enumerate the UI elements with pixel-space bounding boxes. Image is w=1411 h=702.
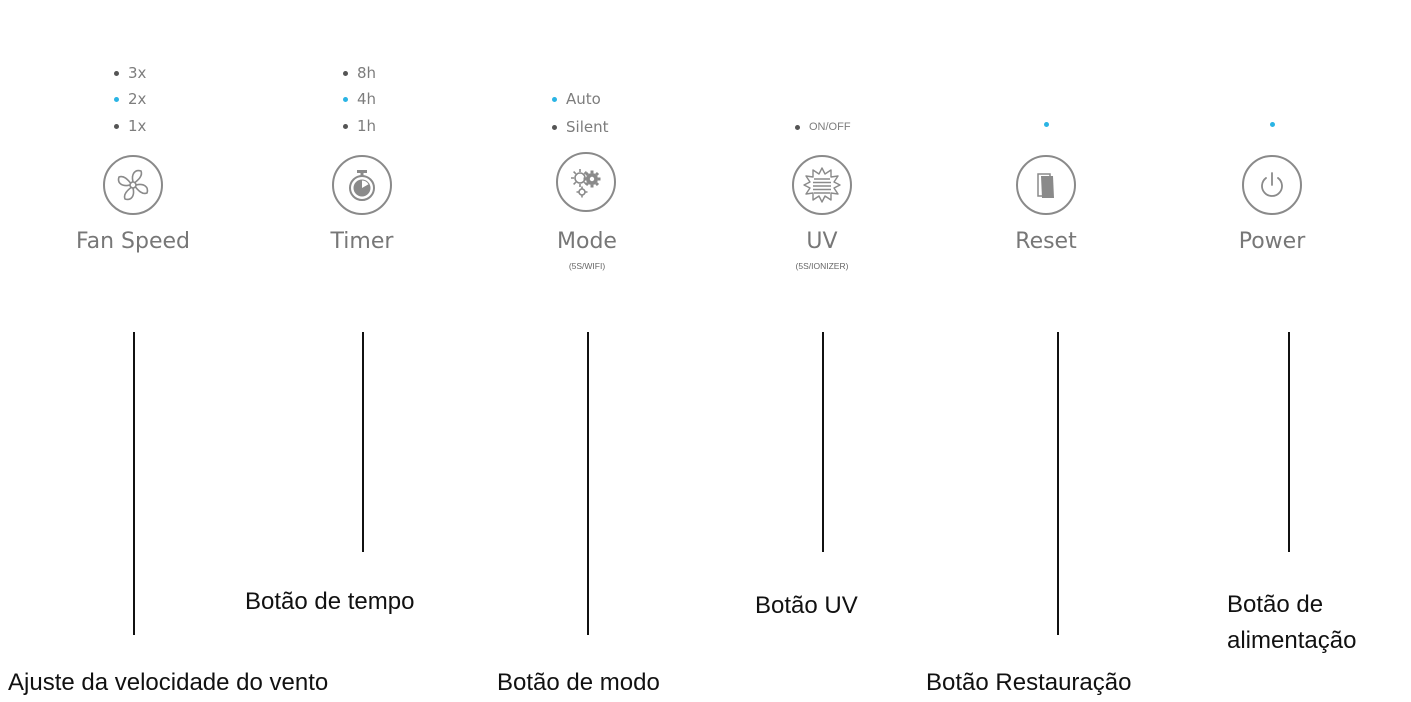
power-label: Power [1238, 229, 1306, 254]
timer-indicator-8h: 8h [343, 66, 376, 81]
indicator-dot [114, 124, 119, 129]
callout-reset: Botão Restauração [926, 669, 1132, 696]
indicator-dot-active [343, 97, 348, 102]
leader-line-power [1288, 332, 1290, 552]
indicator-dot [343, 71, 348, 76]
indicator-dot [114, 71, 119, 76]
leader-line-reset [1057, 332, 1059, 635]
callout-fan-speed: Ajuste da velocidade do vento [8, 669, 329, 696]
timer-indicator-1h: 1h [343, 119, 376, 134]
mode-sublabel: (5S/WIFI) [568, 261, 606, 271]
power-indicator [1270, 122, 1275, 127]
reset-indicator [1044, 122, 1049, 127]
control-panel: 3x 2x 1x Fan Speed 8h 4h 1h [0, 0, 1411, 300]
timer-indicator-4h: 4h [343, 92, 376, 107]
indicator-dot [343, 124, 348, 129]
uv-indicator-onoff: ON/OFF [795, 122, 851, 133]
callout-mode: Botão de modo [497, 669, 660, 696]
callout-power-line1: Botão de [1227, 591, 1324, 618]
uv-lamp-icon [803, 167, 841, 203]
power-button[interactable] [1242, 155, 1302, 215]
fan-speed-indicator-3x: 3x [114, 66, 146, 81]
timer-button[interactable] [332, 155, 392, 215]
indicator-dot [795, 125, 800, 130]
reset-button[interactable] [1016, 155, 1076, 215]
leader-line-uv [822, 332, 824, 552]
callout-uv: Botão UV [755, 592, 858, 619]
leader-line-fan-speed [133, 332, 135, 635]
fan-speed-button[interactable] [103, 155, 163, 215]
indicator-dot-active [1044, 122, 1049, 127]
fan-speed-label: Fan Speed [75, 229, 191, 254]
filter-icon [1037, 173, 1054, 198]
indicator-dot-active [1270, 122, 1275, 127]
power-icon [1261, 172, 1283, 197]
indicator-dot-active [114, 97, 119, 102]
leader-line-mode [587, 332, 589, 635]
mode-indicator-silent: Silent [552, 120, 608, 135]
fan-speed-indicator-2x: 2x [114, 92, 146, 107]
mode-button[interactable] [556, 152, 616, 212]
callout-power-line2: alimentação [1227, 627, 1357, 654]
leader-line-timer [362, 332, 364, 552]
mode-indicator-auto: Auto [552, 92, 601, 107]
stopwatch-icon [349, 170, 375, 201]
fan-speed-indicator-1x: 1x [114, 119, 146, 134]
indicator-dot [552, 125, 557, 130]
callout-timer: Botão de tempo [245, 588, 415, 615]
uv-button[interactable] [792, 155, 852, 215]
indicator-dot-active [552, 97, 557, 102]
reset-label: Reset [1015, 229, 1077, 254]
uv-sublabel: (5S/IONIZER) [795, 261, 849, 271]
mode-label: Mode [557, 229, 617, 254]
fan-icon [117, 169, 149, 201]
gears-icon [571, 169, 601, 198]
uv-label: UV [806, 229, 838, 254]
timer-label: Timer [330, 229, 394, 254]
